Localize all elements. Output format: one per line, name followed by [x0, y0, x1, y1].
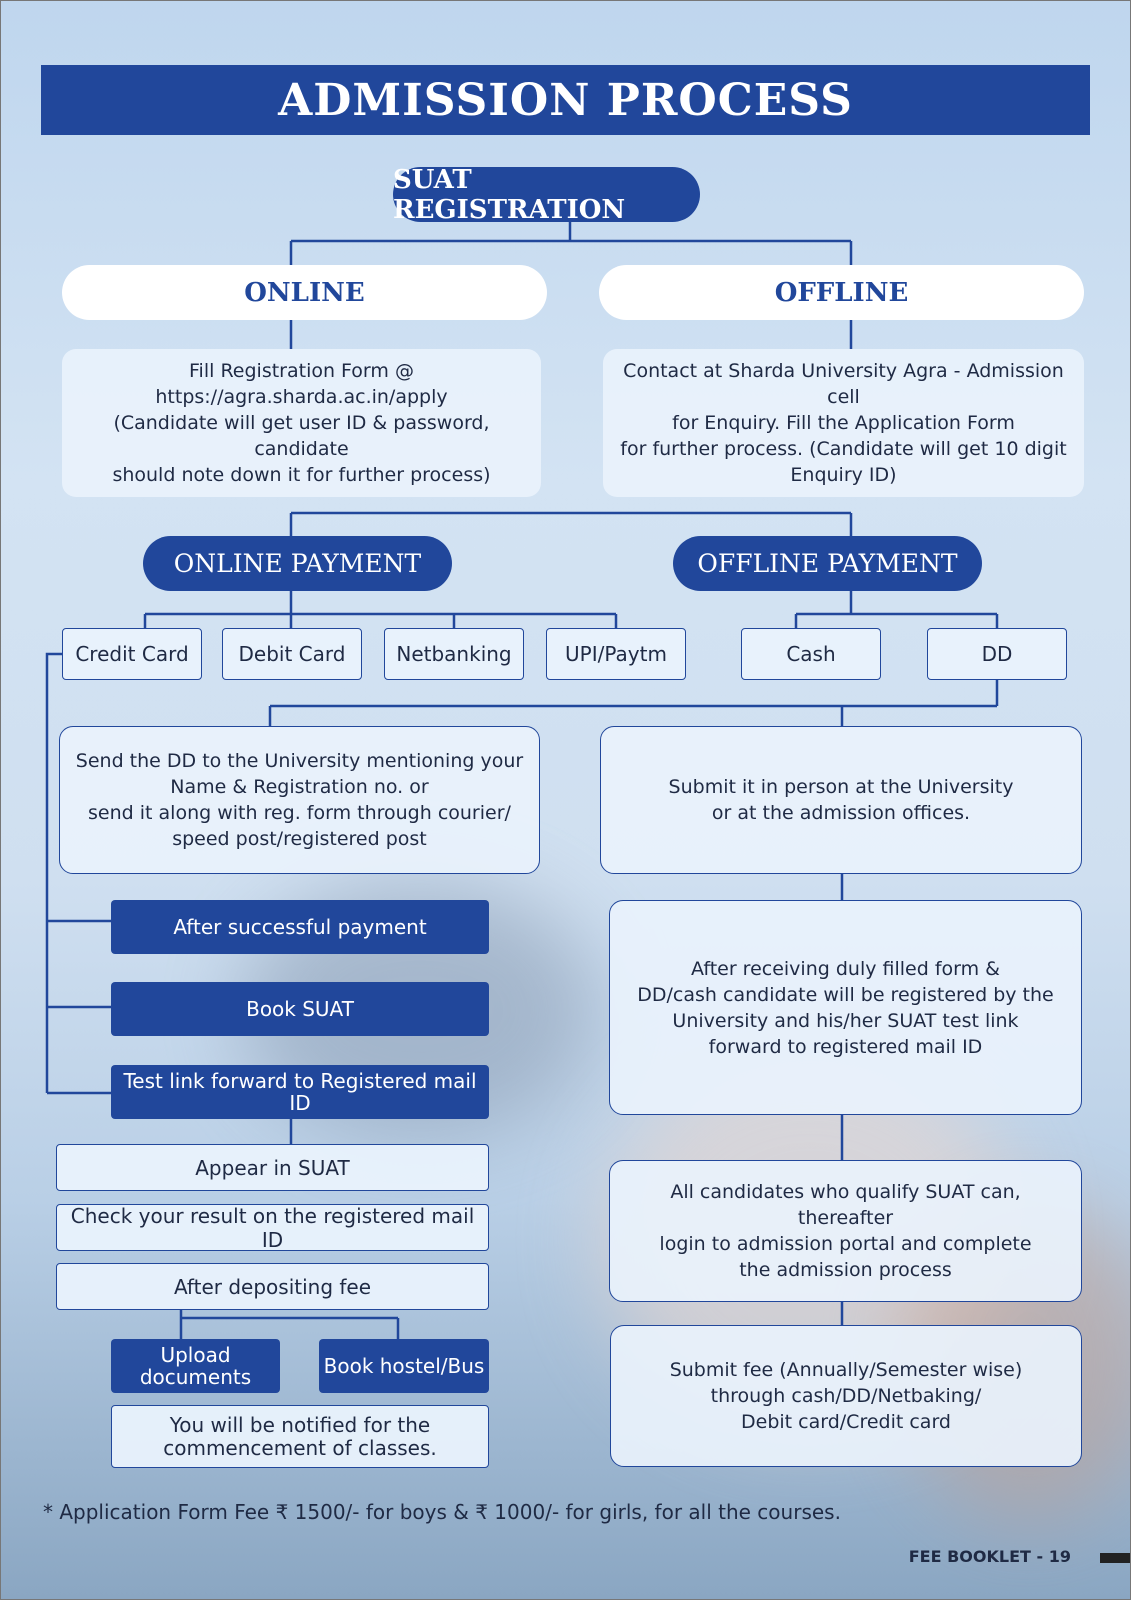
- confirmation-line: DD/cash candidate will be registered by …: [637, 983, 1054, 1006]
- online-mode-node: ONLINE: [62, 265, 547, 320]
- step-test-link: Test link forward to Registered mail ID: [111, 1065, 489, 1119]
- dd-method: DD: [927, 628, 1067, 680]
- online-form-line: (Candidate will get user ID & password, …: [113, 412, 490, 460]
- qualify-line: login to admission portal and complete: [659, 1233, 1032, 1255]
- fee-line: Submit fee (Annually/Semester wise): [669, 1359, 1023, 1381]
- upload-documents-line: documents: [139, 1365, 252, 1389]
- notification-line: commencement of classes.: [163, 1435, 437, 1460]
- confirmation-line: After receiving duly filled form &: [691, 957, 1000, 980]
- cash-method: Cash: [741, 628, 881, 680]
- book-hostel-bus-node: Book hostel/Bus: [319, 1339, 489, 1393]
- online-registration-box: Fill Registration Form @ https://agra.sh…: [62, 349, 541, 497]
- step-check-result: Check your result on the registered mail…: [56, 1204, 489, 1252]
- upload-documents-line: Upload: [160, 1343, 231, 1367]
- offline-form-line: Enquiry ID): [790, 464, 897, 486]
- offline-form-line: for further process. (Candidate will get…: [620, 438, 1067, 460]
- dd-instruction-line: Send the DD to the University mentioning…: [75, 750, 524, 772]
- classes-notification-box: You will be notified for the commencemen…: [111, 1405, 489, 1468]
- offline-form-line: for Enquiry. Fill the Application Form: [672, 412, 1015, 434]
- dd-instructions-box: Send the DD to the University mentioning…: [59, 726, 540, 874]
- application-fee-footnote: * Application Form Fee ₹ 1500/- for boys…: [43, 1500, 841, 1524]
- step-appear-suat: Appear in SUAT: [56, 1144, 489, 1191]
- offline-mode-node: OFFLINE: [599, 265, 1084, 320]
- confirmation-line: University and his/her SUAT test link: [672, 1009, 1019, 1032]
- page-title: ADMISSION PROCESS: [41, 65, 1090, 135]
- qualify-line: All candidates who qualify SUAT can, the…: [670, 1181, 1021, 1229]
- dd-instruction-line: Name & Registration no. or: [170, 776, 429, 798]
- registration-confirmation-box: After receiving duly filled form & DD/ca…: [609, 900, 1082, 1115]
- fee-line: through cash/DD/Netbaking/: [710, 1385, 982, 1407]
- online-form-url: https://agra.sharda.ac.in/apply: [155, 386, 448, 408]
- upi-paytm-method: UPI/Paytm: [546, 628, 686, 680]
- upload-documents-node: Upload documents: [111, 1339, 280, 1393]
- suat-registration-node: SUAT REGISTRATION: [393, 165, 700, 225]
- qualify-suat-box: All candidates who qualify SUAT can, the…: [609, 1160, 1082, 1302]
- submit-fee-box: Submit fee (Annually/Semester wise) thro…: [610, 1325, 1082, 1467]
- cash-instruction-line: or at the admission offices.: [711, 802, 971, 824]
- cash-instructions-box: Submit it in person at the University or…: [600, 726, 1082, 874]
- netbanking-method: Netbanking: [384, 628, 524, 680]
- page-number: FEE BOOKLET - 19: [908, 1547, 1071, 1566]
- page-number-bar: [1100, 1553, 1131, 1563]
- online-form-line: should note down it for further process): [112, 464, 491, 486]
- qualify-line: the admission process: [739, 1259, 952, 1281]
- confirmation-line: forward to registered mail ID: [708, 1035, 983, 1058]
- cash-instruction-line: Submit it in person at the University: [668, 776, 1014, 798]
- dd-instruction-line: speed post/registered post: [172, 828, 427, 850]
- step-deposit-fee: After depositing fee: [56, 1263, 489, 1310]
- dd-instruction-line: send it along with reg. form through cou…: [88, 802, 511, 824]
- offline-form-line: Contact at Sharda University Agra - Admi…: [623, 360, 1064, 408]
- step-book-suat: Book SUAT: [111, 982, 489, 1036]
- offline-payment-node: OFFLINE PAYMENT: [673, 536, 982, 591]
- step-after-payment: After successful payment: [111, 900, 489, 954]
- notification-line: You will be notified for the: [169, 1412, 431, 1437]
- credit-card-method: Credit Card: [62, 628, 202, 680]
- online-payment-node: ONLINE PAYMENT: [143, 536, 452, 591]
- offline-registration-box: Contact at Sharda University Agra - Admi…: [603, 349, 1084, 497]
- online-form-line: Fill Registration Form @: [189, 360, 414, 382]
- fee-line: Debit card/Credit card: [741, 1411, 951, 1433]
- debit-card-method: Debit Card: [222, 628, 362, 680]
